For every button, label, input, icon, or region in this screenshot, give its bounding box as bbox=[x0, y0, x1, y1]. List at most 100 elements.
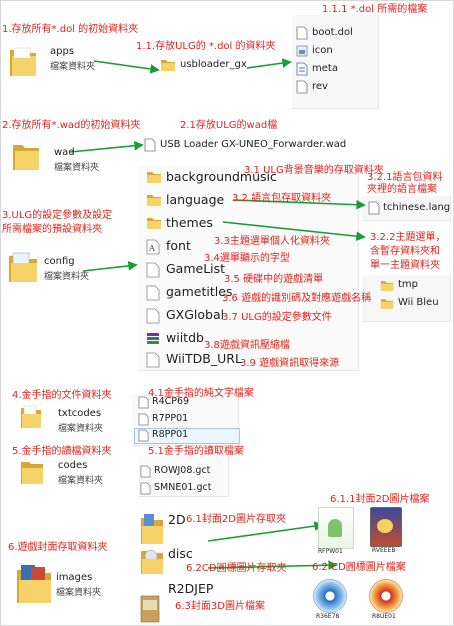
folder-disc-name: disc bbox=[168, 546, 193, 561]
txt-file[interactable]: R4CP69 bbox=[138, 396, 228, 410]
config-item-name: WiiTDB_URL bbox=[166, 351, 242, 366]
annotation-6: 6.遊戲封面存取資料夾 bbox=[8, 542, 108, 553]
arrow-themes-folders bbox=[222, 221, 366, 241]
disc-image bbox=[369, 579, 403, 613]
folder-icon bbox=[380, 299, 394, 309]
annotation-4-1: 4.1金手指的純文字檔案 bbox=[148, 388, 254, 399]
annotation-3-2: 3.2 語言包存取資料夾 bbox=[232, 193, 332, 204]
disc-image-item[interactable]: R8UE01 bbox=[366, 578, 406, 624]
dol-file-name: rev bbox=[312, 81, 328, 92]
annotation-3-8: 3.8遊戲資訊壓縮檔 bbox=[204, 340, 290, 351]
file-icon bbox=[144, 138, 156, 152]
annotation-6-2: 6.2CD圓標圖片存取夾 bbox=[186, 563, 287, 574]
file-icon bbox=[138, 396, 149, 409]
file-icon bbox=[138, 413, 149, 426]
theme-folder[interactable]: tmp bbox=[380, 279, 450, 295]
annotation-3-7: 3.7 ULG的設定參數文件 bbox=[222, 312, 332, 323]
annotation-4: 4.金手指的文件資料夾 bbox=[12, 390, 112, 401]
file-icon bbox=[146, 285, 160, 301]
annotation-6-1-1: 6.1.1封面2D圖片檔案 bbox=[330, 494, 430, 505]
folder-apps-type: 檔案資料夾 bbox=[50, 62, 96, 72]
folder-apps-name: apps bbox=[50, 46, 75, 57]
config-item-name: backgroundmusic bbox=[166, 169, 277, 184]
folder-usbloader-name: usbloader_gx bbox=[180, 59, 247, 70]
arrow-disc-images bbox=[207, 560, 338, 570]
folder-2d[interactable]: 2D bbox=[140, 512, 200, 550]
folder-2d-name: 2D bbox=[168, 512, 186, 527]
folder-txtcodes[interactable]: txtcodes 檔案資料夾 bbox=[20, 404, 120, 434]
svg-text:A: A bbox=[148, 244, 155, 253]
theme-folders-panel bbox=[362, 275, 451, 322]
cover-3d-icon bbox=[140, 595, 160, 623]
annotation-6-2-b: 6.2 CD圓標圖片檔案 bbox=[312, 562, 406, 573]
annotation-3-3: 3.3主題選單個人化資料夾 bbox=[214, 236, 330, 247]
annotation-3-2-1-line2: 夾裡的語言檔案 bbox=[367, 184, 437, 195]
folder-images[interactable]: images 檔案資料夾 bbox=[16, 562, 126, 612]
folder-r2djep-name: R2DJEP bbox=[168, 581, 214, 596]
gct-file[interactable]: ROWJ08.gct bbox=[140, 465, 230, 479]
folder-config[interactable]: config 檔案資料夾 bbox=[8, 250, 108, 290]
folder-icon bbox=[21, 405, 41, 428]
annotation-6-1: 6.1封面2D圖片存取夾 bbox=[186, 514, 286, 525]
txt-file[interactable]: R7PP01 bbox=[138, 413, 228, 427]
annotation-3-2-2-line3: 單一主題資料夾 bbox=[370, 260, 440, 271]
arrow-language-lang bbox=[232, 199, 366, 210]
disc-image-label: R36E78 bbox=[316, 613, 340, 620]
archive-icon bbox=[147, 333, 159, 344]
config-item-name: wiitdb bbox=[166, 330, 204, 345]
theme-folder[interactable]: Wii Bleu bbox=[380, 297, 450, 313]
arrow-2d-covers bbox=[207, 521, 324, 542]
disc-image bbox=[313, 579, 347, 613]
gct-file-name: SMNE01.gct bbox=[154, 482, 212, 493]
folder-usbloader[interactable]: usbloader_gx bbox=[160, 58, 250, 78]
config-item-name: gametitles bbox=[166, 284, 233, 299]
cover-2d-label: RVEEEB bbox=[372, 547, 396, 554]
folder-icon bbox=[147, 218, 161, 229]
annotation-1-1: 1.1.存放ULG的 *.dol 的資料夾 bbox=[136, 41, 276, 52]
arrow-wad-file bbox=[69, 140, 144, 153]
folder-config-type: 檔案資料夾 bbox=[44, 272, 90, 282]
lang-file[interactable]: tchinese.lang bbox=[368, 201, 451, 217]
selected-file-highlight bbox=[134, 428, 240, 444]
folder-apps[interactable]: apps 檔案資料夾 bbox=[8, 44, 108, 80]
gct-files-panel bbox=[138, 456, 229, 497]
lang-file-name: tchinese.lang bbox=[383, 202, 451, 213]
annotation-3-line2: 所需檔案的預設資料夾 bbox=[2, 224, 102, 235]
annotation-5-1: 5.1金手指的讀取檔案 bbox=[148, 446, 244, 457]
folder-icon bbox=[21, 462, 43, 484]
disc-image-label: R8UE01 bbox=[372, 613, 396, 620]
folder-icon bbox=[10, 47, 36, 76]
folder-disc[interactable]: disc bbox=[140, 546, 200, 578]
image-file-icon bbox=[296, 45, 308, 57]
folder-r2djep[interactable]: R2DJEP bbox=[140, 581, 214, 623]
arrow-config-contents bbox=[82, 261, 138, 272]
folder-wad[interactable]: wad 檔案資料夾 bbox=[12, 140, 112, 180]
annotation-3-1: 3.1 ULG背景音樂的存取資料夾 bbox=[244, 165, 384, 176]
annotation-2-1: 2.1存放ULG的wad檔 bbox=[180, 120, 278, 131]
folder-txtcodes-type: 檔案資料夾 bbox=[58, 424, 104, 434]
arrow-usbloader-dol bbox=[246, 58, 292, 69]
annotation-3-4: 3.4選單顯示的字型 bbox=[204, 253, 290, 264]
folder-icon bbox=[9, 252, 37, 282]
file-icon bbox=[296, 80, 308, 94]
disc-image-item[interactable]: R36E78 bbox=[310, 578, 350, 624]
wad-file[interactable]: USB Loader GX-UNEO_Forwarder.wad bbox=[144, 138, 354, 154]
gct-file[interactable]: SMNE01.gct bbox=[140, 482, 230, 496]
annotation-3-5: 3.5 硬碟中的遊戲清單 bbox=[224, 274, 324, 285]
annotation-1-1-1: 1.1.1 *.dol 所需的檔案 bbox=[322, 4, 428, 15]
txt-file-name: R4CP69 bbox=[152, 396, 190, 407]
config-item-name: font bbox=[166, 238, 191, 253]
cover-2d-item[interactable]: RFPW01 bbox=[316, 507, 356, 557]
txt-file-name: R8PP01 bbox=[152, 429, 189, 440]
file-icon bbox=[368, 201, 380, 215]
cover-2d-figure bbox=[377, 519, 393, 533]
cover-2d-item[interactable]: RVEEEB bbox=[368, 505, 408, 555]
folder-images-name: images bbox=[56, 572, 93, 583]
annotation-1: 1.存放所有*.dol 的初始資料夾 bbox=[2, 24, 139, 35]
config-item-name: themes bbox=[166, 215, 213, 230]
theme-folder-name: Wii Bleu bbox=[398, 297, 439, 308]
folder-config-name: config bbox=[44, 256, 75, 267]
folder-codes[interactable]: codes 檔案資料夾 bbox=[20, 458, 120, 490]
txt-file-selected[interactable]: R8PP01 bbox=[138, 429, 228, 443]
